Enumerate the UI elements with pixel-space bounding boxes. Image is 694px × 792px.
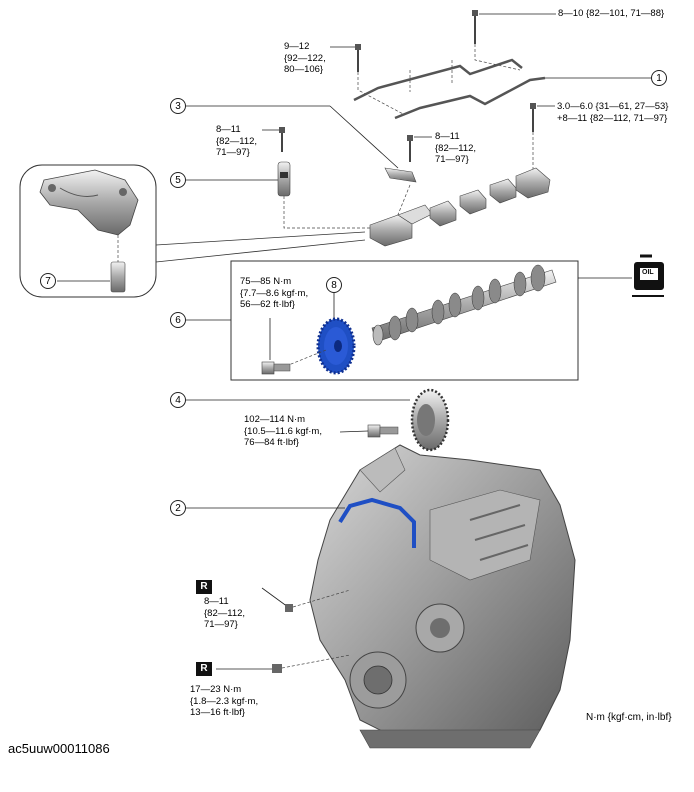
figure-id: ac5uuw00011086 xyxy=(8,741,110,756)
engine-oil-icon xyxy=(632,254,664,297)
bolt-lower-1 xyxy=(261,587,351,612)
callout-1: 1 xyxy=(651,70,667,86)
torque-sensor: 8—11 {82—112, 71—97} xyxy=(435,131,477,165)
bolt-actuator xyxy=(367,424,399,438)
detail-inset xyxy=(19,164,366,298)
bolt-sprocket xyxy=(261,361,291,375)
engine-assembly xyxy=(309,444,576,749)
timing-chain xyxy=(338,497,416,548)
bolt-sensor xyxy=(407,135,413,162)
bolt-cover-left xyxy=(355,44,361,72)
replace-mark-2: R xyxy=(196,662,212,676)
sensor-bracket xyxy=(384,167,417,183)
bolt-plug xyxy=(530,103,536,176)
torque-cover-left: 9—12 {92—122, 80—106} xyxy=(284,41,326,75)
bolt-lower-2 xyxy=(216,654,351,673)
callout-8: 8 xyxy=(326,277,342,293)
callout-7: 7 xyxy=(40,273,56,289)
callout-4: 4 xyxy=(170,392,186,408)
torque-sprocket: 75—85 N·m {7.7—8.6 kgf·m, 56—62 ft·lbf} xyxy=(240,276,309,310)
bolt-cover-top xyxy=(472,10,478,44)
oil-icon-label: OIL xyxy=(642,269,654,276)
torque-lower-2: 17—23 N·m {1.8—2.3 kgf·m, 13—16 ft·lbf} xyxy=(190,684,259,718)
callout-3: 3 xyxy=(170,98,186,114)
cam-cover-gasket xyxy=(353,58,546,120)
replace-mark-1: R xyxy=(196,580,212,594)
callout-2: 2 xyxy=(170,500,186,516)
oil-control-valve xyxy=(277,161,291,197)
torque-solenoid: 8—11 {82—112, 71—97} xyxy=(216,124,258,158)
torque-lower-1: 8—11 {82—112, 71—97} xyxy=(204,596,246,630)
torque-plug: 3.0—6.0 {31—61, 27—53} +8—11 {82—112, 71… xyxy=(557,101,669,124)
torque-actuator: 102—114 N·m {10.5—11.6 kgf·m, 76—84 ft·l… xyxy=(244,414,322,448)
camshaft xyxy=(371,264,557,346)
callout-6: 6 xyxy=(170,312,186,328)
torque-cover-top: 8—10 {82—101, 71—88} xyxy=(558,8,665,19)
camshaft-sprocket xyxy=(316,317,356,375)
units-note: N·m {kgf·cm, in·lbf} xyxy=(586,712,672,723)
camshaft-caps xyxy=(369,167,551,247)
camshaft-frame xyxy=(230,260,579,381)
bolt-solenoid xyxy=(279,127,285,152)
variable-valve-timing-actuator xyxy=(410,388,450,452)
callout-5: 5 xyxy=(170,172,186,188)
